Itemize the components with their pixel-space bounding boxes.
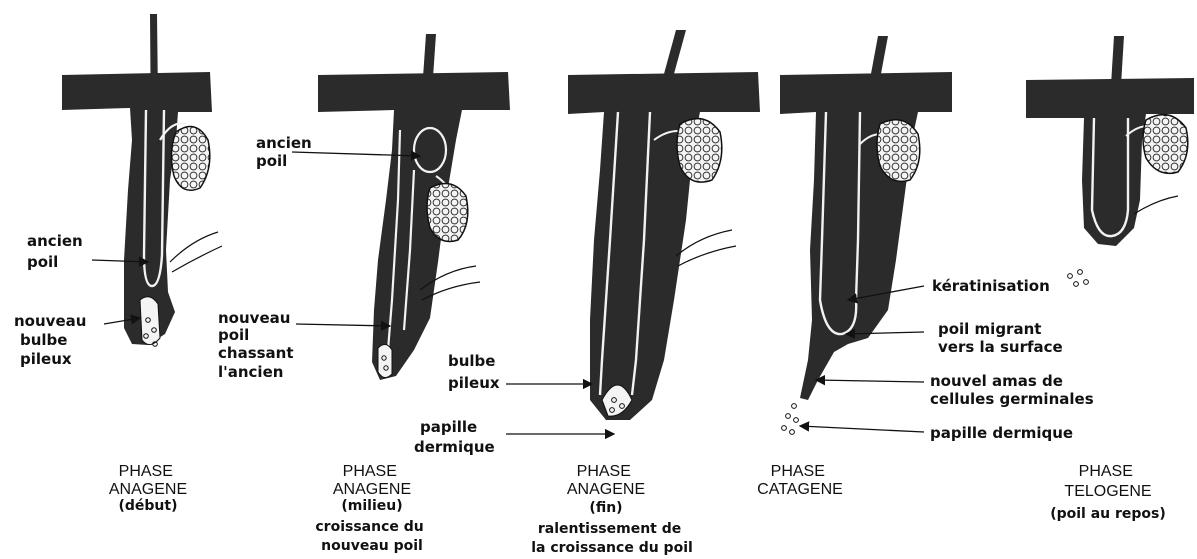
- sebaceous-gland: [171, 127, 209, 191]
- sebaceous-gland: [677, 119, 722, 183]
- phase-caption-5: PHASE TELOGENE (poil au repos): [1050, 463, 1166, 522]
- phase-title: PHASE ANAGENE: [333, 463, 411, 498]
- papilla-cell: [790, 430, 795, 435]
- phase-title: PHASE ANAGENE: [567, 463, 645, 498]
- papilla-cell: [782, 426, 787, 431]
- phase-title: PHASE CATAGENE: [757, 463, 843, 498]
- phase-subtitle: (milieu): [341, 498, 402, 514]
- papilla-cell: [786, 414, 791, 419]
- erector-muscle: [1134, 196, 1178, 214]
- label-s1-nouveau-bulbe: nouveau bulbe pileux: [14, 312, 92, 368]
- phase-description: croissance du nouveau poil: [315, 519, 428, 554]
- label-s3-bulbe: bulbe pileux: [448, 352, 501, 392]
- germ-cell-dot: [1084, 280, 1089, 285]
- label-s4-poil-migrant: poil migrant vers la surface: [938, 320, 1063, 356]
- label-s4-papille: papille dermique: [930, 424, 1073, 442]
- label-s4-keratinisation: kératinisation: [932, 277, 1050, 295]
- follicle-telogen: [1026, 36, 1194, 286]
- follicle-anagen-middle: [318, 34, 510, 380]
- phase-caption-1: PHASE ANAGENE (début): [109, 463, 187, 514]
- follicle-anagen-late: [568, 30, 760, 420]
- skin-layer: [62, 72, 212, 345]
- erector-muscle: [676, 230, 736, 266]
- skin-layer: [568, 72, 760, 420]
- phase-caption-3: PHASE ANAGENE (fin) ralentissement de la…: [531, 463, 693, 556]
- sebaceous-gland: [877, 120, 920, 182]
- phase-caption-4: PHASE CATAGENE: [757, 463, 843, 498]
- phase-subtitle: (début): [119, 498, 178, 514]
- new-bulb: [378, 344, 392, 377]
- arrow-s4-papille: [800, 426, 924, 432]
- label-s2-nouveau-poil: nouveau poil chassant l'ancien: [218, 309, 299, 381]
- papilla-cell: [794, 418, 799, 423]
- germ-cell-dot: [1074, 282, 1079, 287]
- label-s4-nouvel-amas: nouvel amas de cellules germinales: [930, 372, 1094, 408]
- follicle-catagen: [780, 36, 952, 434]
- phase-subtitle: (fin): [589, 500, 622, 516]
- germ-cell-dot: [1068, 274, 1073, 279]
- phase-title: PHASE ANAGENE: [109, 463, 187, 498]
- sebaceous-gland: [1143, 115, 1188, 174]
- sebaceous-gland: [427, 184, 468, 242]
- germ-cell-dot: [1078, 270, 1083, 275]
- label-s1-ancien-poil: ancien poil: [27, 232, 88, 271]
- arrow-s4-nouvel-amas: [816, 380, 924, 382]
- label-s3-papille: papille dermique: [414, 418, 495, 456]
- phase-description: ralentissement de la croissance du poil: [531, 521, 693, 556]
- phase-caption-2: PHASE ANAGENE (milieu) croissance du nou…: [315, 463, 428, 554]
- phase-title: PHASE TELOGENE: [1064, 463, 1151, 500]
- papilla-cell: [792, 404, 797, 409]
- phase-subtitle: (poil au repos): [1050, 506, 1166, 522]
- label-arrows: [92, 152, 924, 434]
- erector-muscle: [170, 232, 222, 272]
- old-hair-club: [414, 128, 446, 172]
- skin-layer: [318, 72, 510, 380]
- follicle-anagen-early: [62, 14, 222, 346]
